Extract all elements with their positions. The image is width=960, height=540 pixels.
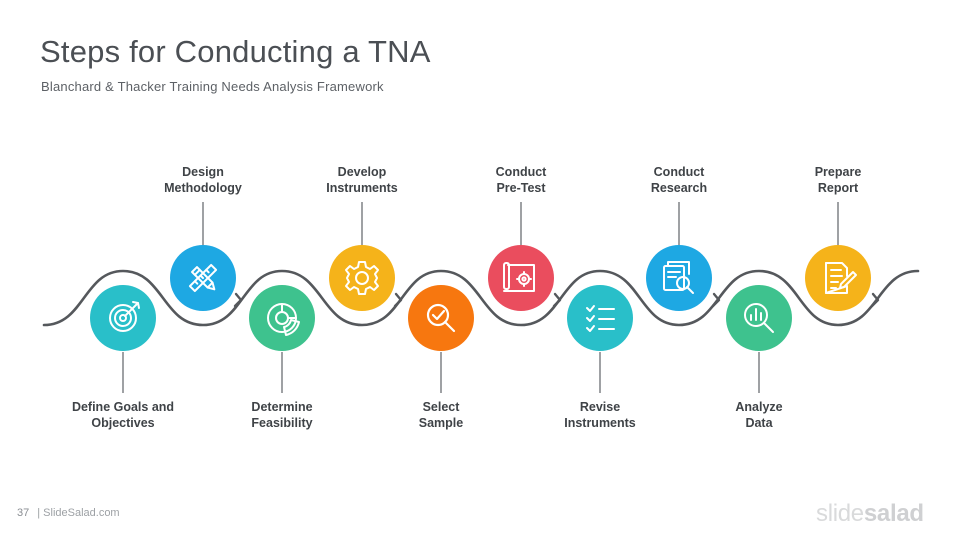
- step-circle: [488, 245, 554, 311]
- step-label: Data: [745, 416, 773, 430]
- step-7[interactable]: [567, 285, 633, 351]
- step-10[interactable]: [805, 245, 871, 311]
- step-circle: [90, 285, 156, 351]
- step-label: Feasibility: [251, 416, 312, 430]
- step-circle: [726, 285, 792, 351]
- arrow-icon: [552, 292, 562, 308]
- step-label: Methodology: [164, 181, 242, 195]
- chart-magnifier-icon: [744, 303, 774, 333]
- step-label: Prepare: [815, 165, 862, 179]
- checklist-icon: [586, 305, 615, 332]
- wave-arrows: [233, 292, 880, 308]
- step-label: Design: [182, 165, 224, 179]
- pencil-ruler-icon: [188, 263, 218, 293]
- step-label: Determine: [251, 400, 312, 414]
- arrow-icon: [870, 292, 880, 308]
- step-label: Analyze: [735, 400, 782, 414]
- step-label: Instruments: [326, 181, 398, 195]
- blueprint-gear-icon: [503, 262, 535, 292]
- step-label: Sample: [419, 416, 464, 430]
- step-label: Conduct: [654, 165, 706, 179]
- step-8[interactable]: [646, 245, 712, 311]
- brand-logo: slidesalad: [816, 500, 924, 528]
- target-icon: [109, 301, 140, 332]
- arrow-icon: [393, 292, 403, 308]
- step-label: Report: [818, 181, 859, 195]
- wave-path: [42, 269, 920, 327]
- brand-bold: salad: [863, 500, 924, 527]
- arrow-icon: [711, 292, 721, 308]
- step-3[interactable]: [249, 285, 315, 351]
- step-1[interactable]: [90, 285, 156, 351]
- page-number: 37: [17, 507, 30, 519]
- step-6[interactable]: [488, 245, 554, 311]
- step-circle: [329, 245, 395, 311]
- step-label: Define Goals and: [72, 400, 174, 414]
- step-label: Objectives: [91, 416, 154, 430]
- documents-search-icon: [663, 261, 694, 294]
- slide-title: Steps for Conducting a TNA: [40, 34, 431, 69]
- step-label: Conduct: [496, 165, 548, 179]
- report-pen-icon: [825, 262, 857, 294]
- connector-lines: [122, 202, 839, 393]
- magnifier-check-icon: [426, 303, 456, 333]
- step-5[interactable]: [408, 285, 474, 351]
- step-2[interactable]: [170, 245, 236, 311]
- slide-subtitle: Blanchard & Thacker Training Needs Analy…: [41, 79, 384, 94]
- step-label: Research: [651, 181, 707, 195]
- step-4[interactable]: [329, 245, 395, 311]
- step-circle: [805, 245, 871, 311]
- step-label: Develop: [338, 165, 387, 179]
- step-label: Select: [423, 400, 461, 414]
- footer-text: | SlideSalad.com: [37, 507, 120, 519]
- gear-icon: [345, 261, 379, 295]
- step-circle: [408, 285, 474, 351]
- step-9[interactable]: [726, 285, 792, 351]
- step-circle: [249, 285, 315, 351]
- step-label: Pre-Test: [496, 181, 546, 195]
- step-label: Revise: [580, 400, 620, 414]
- arrow-icon: [233, 292, 243, 308]
- pie-chart-icon: [267, 303, 300, 336]
- footer: 37 | SlideSalad.com: [17, 507, 122, 519]
- brand-light: slide: [816, 500, 864, 527]
- step-label: Instruments: [564, 416, 636, 430]
